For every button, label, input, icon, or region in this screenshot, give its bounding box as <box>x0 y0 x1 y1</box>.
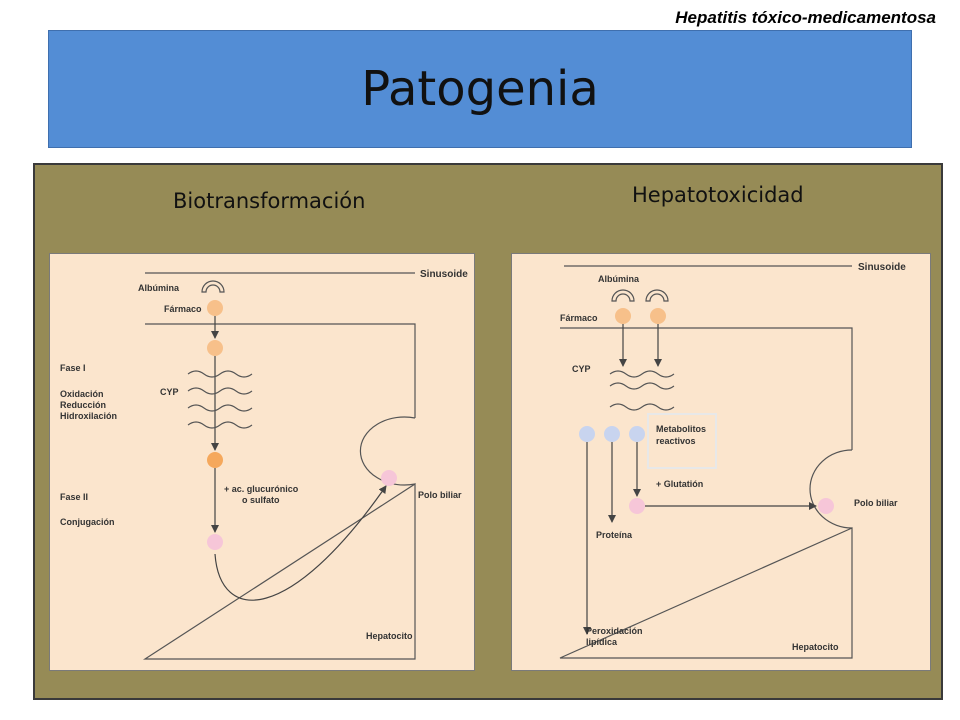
cyp-label: CYP <box>160 387 179 397</box>
hepatocyte-outline <box>559 327 853 659</box>
drug-circle <box>207 300 223 316</box>
conjugate-circle <box>818 498 834 514</box>
polo-biliar-label: Polo biliar <box>854 498 898 508</box>
hepatocito-label: Hepatocito <box>792 642 839 652</box>
slide-subtitle: Hepatitis tóxico-medicamentosa <box>675 8 936 27</box>
reactive-metabolite-circle <box>604 426 620 442</box>
albumin-icon <box>645 289 669 302</box>
sinusoide-label: Sinusoide <box>858 262 906 273</box>
lipidica-label: lipídica <box>586 637 618 647</box>
albumina-label: Albúmina <box>138 283 180 293</box>
drug-circle <box>615 308 631 324</box>
proteina-label: Proteína <box>596 530 633 540</box>
cyp-enzymes <box>609 370 675 411</box>
hidroxilacion-label: Hidroxilación <box>60 411 117 421</box>
hepatocyte-outline <box>142 323 416 660</box>
metabolites-box <box>647 413 717 469</box>
metabolitos-label: Metabolitos <box>656 424 706 434</box>
title-banner: Patogenia <box>48 30 912 148</box>
biliary-pole-curve <box>809 449 853 529</box>
cyp-enzymes <box>187 370 253 429</box>
conjugacion-label: Conjugación <box>60 517 115 527</box>
glucuronico-label: + ac. glucurónico <box>224 484 299 494</box>
drug-circle <box>650 308 666 324</box>
drug-circle <box>207 340 223 356</box>
albumina-label: Albúmina <box>598 274 640 284</box>
sinusoide-label: Sinusoide <box>420 269 468 280</box>
oxidacion-label: Oxidación <box>60 389 104 399</box>
biotransformacion-heading: Biotransformación <box>173 189 366 213</box>
reactivos-label: reactivos <box>656 436 696 446</box>
albumin-icon <box>611 289 635 302</box>
albumin-icon <box>201 280 225 293</box>
hepatotoxicidad-diagram: Sinusoide Albúmina Fármaco CYP <box>511 253 931 671</box>
farmaco-label: Fármaco <box>560 313 598 323</box>
glutation-label: + Glutatión <box>656 479 703 489</box>
slide-title: Patogenia <box>361 61 599 117</box>
hepatotoxicidad-heading: Hepatotoxicidad <box>632 183 804 207</box>
polo-biliar-label: Polo biliar <box>418 490 462 500</box>
conjugate-circle <box>381 470 397 486</box>
fase2-label: Fase II <box>60 492 88 502</box>
excretion-arrow <box>214 485 387 601</box>
content-panel: Biotransformación Hepatotoxicidad Sinuso… <box>33 163 943 700</box>
peroxidacion-label: Peroxidación <box>586 626 643 636</box>
conjugate-circle <box>207 534 223 550</box>
reactive-metabolite-circle <box>629 426 645 442</box>
farmaco-label: Fármaco <box>164 304 202 314</box>
reactive-metabolite-circle <box>579 426 595 442</box>
biotransformacion-diagram: Sinusoide Albúmina Fármaco CYP Fase I <box>49 253 475 671</box>
reduccion-label: Reducción <box>60 400 106 410</box>
sulfato-label: o sulfato <box>242 495 280 505</box>
cyp-label: CYP <box>572 364 591 374</box>
metabolite-circle <box>207 452 223 468</box>
glutathione-conjugate-circle <box>629 498 645 514</box>
hepatocito-label: Hepatocito <box>366 631 413 641</box>
fase1-label: Fase I <box>60 363 86 373</box>
